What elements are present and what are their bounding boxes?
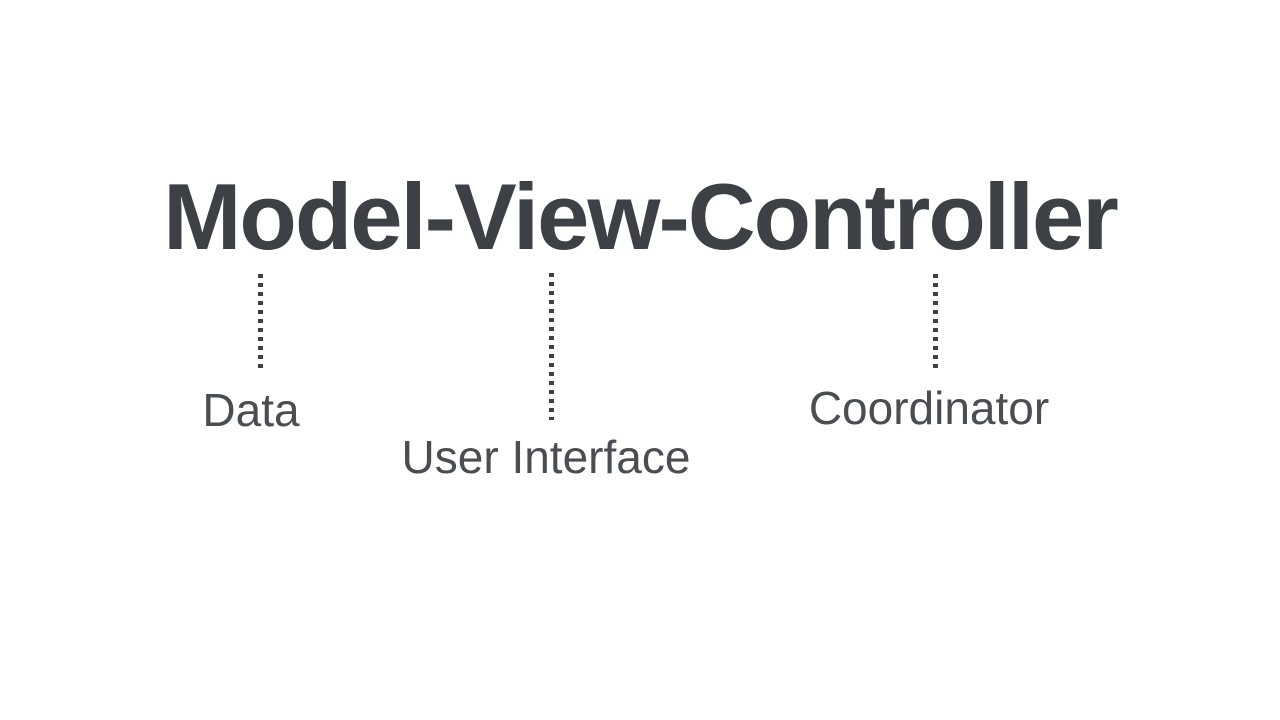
model-label: Data — [202, 384, 300, 436]
model-connector-dotted-line — [258, 274, 263, 369]
diagram-title: Model-View-Controller — [163, 164, 1119, 269]
controller-connector-dotted-line — [933, 274, 938, 369]
view-connector-dotted-line — [549, 273, 554, 420]
view-label: User Interface — [401, 431, 691, 483]
controller-label: Coordinator — [808, 382, 1050, 434]
